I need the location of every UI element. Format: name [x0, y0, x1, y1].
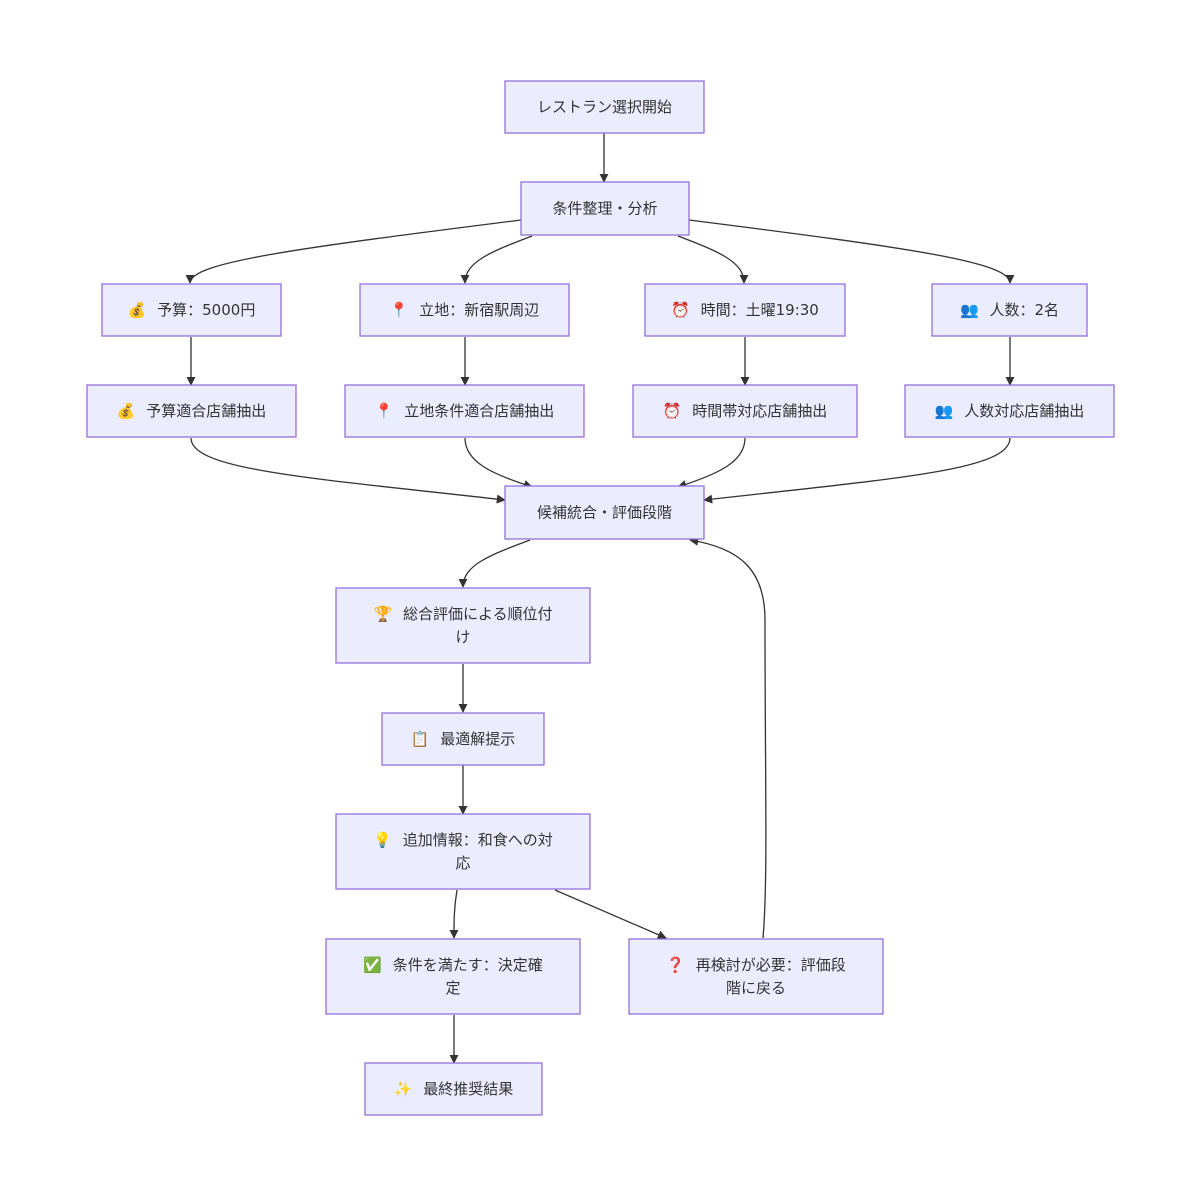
node-time-extract: ⏰ 時間帯対応店舗抽出: [632, 384, 858, 438]
node-rank: 🏆 総合評価による順位付 け: [335, 587, 591, 664]
edge-time-extract-to-evaluate: [677, 437, 746, 489]
node-label-line2: 階に戻る: [726, 979, 786, 997]
node-label: 予算：5000円: [157, 301, 255, 319]
node-label-line2: け: [455, 628, 470, 646]
node-final: ✨ 最終推奨結果: [364, 1062, 543, 1116]
edge-analyze-to-people: [688, 219, 1015, 284]
node-budget-extract: 💰 予算適合店舗抽出: [86, 384, 297, 438]
node-time: ⏰ 時間：土曜19:30: [644, 283, 846, 337]
edge-people-extract-to-evaluate: [703, 437, 1011, 504]
node-ok: ✅ 条件を満たす：決定確 定: [325, 938, 581, 1015]
edge-extra-to-ok: [449, 889, 459, 939]
node-label-line2: 定: [445, 979, 460, 997]
node-label: 候補統合・評価段階: [537, 504, 672, 522]
svg-text:📋 最適解提示: 📋 最適解提示: [411, 730, 515, 748]
svg-text:✨ 最終推奨結果: ✨ 最終推奨結果: [394, 1080, 513, 1098]
edge-analyze-to-location: [460, 235, 533, 284]
node-label-line1: 再検討が必要：評価段: [696, 956, 846, 974]
node-label: 人数：2名: [989, 301, 1059, 319]
node-label: 条件整理・分析: [552, 200, 657, 218]
node-label-line1: 総合評価による順位付: [403, 605, 553, 623]
svg-text:📍 立地：新宿駅周辺: 📍 立地：新宿駅周辺: [390, 301, 539, 319]
svg-text:📍 立地条件適合店舗抽出: 📍 立地条件適合店舗抽出: [375, 402, 554, 420]
svg-text:✅ 条件を満たす：決定確: ✅ 条件を満たす：決定確: [363, 956, 542, 974]
node-location-extract: 📍 立地条件適合店舗抽出: [344, 384, 585, 438]
node-label: 時間帯対応店舗抽出: [692, 402, 827, 420]
people-icon: 👥: [960, 301, 979, 319]
money-bag-icon: 💰: [117, 402, 136, 420]
edge-recheck-to-evaluate: [689, 536, 767, 939]
svg-text:👥 人数：2名: 👥 人数：2名: [960, 301, 1059, 319]
node-label: レストラン選択開始: [537, 98, 672, 116]
edges: [185, 133, 1015, 1064]
svg-text:⏰ 時間帯対応店舗抽出: ⏰ 時間帯対応店舗抽出: [663, 401, 827, 420]
svg-text:❓ 再検討が必要：評価段: ❓ 再検討が必要：評価段: [666, 956, 845, 974]
svg-text:💰 予算適合店舗抽出: 💰 予算適合店舗抽出: [117, 402, 266, 420]
node-location: 📍 立地：新宿駅周辺: [359, 283, 570, 337]
svg-text:⏰ 時間：土曜19:30: ⏰ 時間：土曜19:30: [671, 300, 819, 319]
node-start: レストラン選択開始: [504, 80, 705, 134]
edge-analyze-to-budget: [185, 219, 522, 284]
edge-evaluate-to-rank: [458, 539, 531, 588]
edge-analyze-to-time: [677, 235, 749, 284]
node-best: 📋 最適解提示: [381, 712, 545, 766]
node-label-line2: 応: [455, 854, 470, 872]
node-label: 最適解提示: [440, 730, 515, 748]
node-label: 予算適合店舗抽出: [146, 402, 266, 420]
node-budget: 💰 予算：5000円: [101, 283, 282, 337]
node-people: 👥 人数：2名: [931, 283, 1088, 337]
alarm-clock-icon: ⏰: [663, 401, 682, 420]
node-label: 人数対応店舗抽出: [964, 402, 1084, 420]
svg-text:👥 人数対応店舗抽出: 👥 人数対応店舗抽出: [935, 402, 1084, 420]
trophy-icon: 🏆: [373, 605, 392, 623]
pin-icon: 📍: [375, 402, 394, 420]
alarm-clock-icon: ⏰: [671, 300, 690, 319]
money-bag-icon: 💰: [128, 301, 147, 319]
node-analyze: 条件整理・分析: [520, 181, 690, 236]
question-mark-icon: ❓: [666, 956, 685, 974]
node-label-line1: 追加情報：和食への対: [403, 831, 553, 849]
edge-location-extract-to-evaluate: [464, 437, 533, 489]
light-bulb-icon: 💡: [373, 831, 392, 849]
svg-text:💡 追加情報：和食への対: 💡 追加情報：和食への対: [373, 831, 552, 849]
node-label-line1: 条件を満たす：決定確: [393, 956, 543, 974]
node-evaluate: 候補統合・評価段階: [504, 485, 705, 540]
pin-icon: 📍: [390, 301, 409, 319]
sparkles-icon: ✨: [394, 1080, 413, 1098]
node-label: 最終推奨結果: [423, 1080, 513, 1098]
edge-budget-extract-to-evaluate: [190, 437, 506, 504]
svg-text:💰 予算：5000円: 💰 予算：5000円: [128, 301, 256, 319]
node-people-extract: 👥 人数対応店舗抽出: [904, 384, 1115, 438]
node-label: 時間：土曜19:30: [701, 301, 819, 319]
node-extra: 💡 追加情報：和食への対 応: [335, 813, 591, 890]
clipboard-icon: 📋: [411, 730, 430, 748]
node-label: 立地条件適合店舗抽出: [404, 402, 554, 420]
node-recheck: ❓ 再検討が必要：評価段 階に戻る: [628, 938, 884, 1015]
edge-extra-to-recheck: [554, 889, 667, 939]
people-icon: 👥: [935, 402, 954, 420]
node-label: 立地：新宿駅周辺: [419, 301, 539, 319]
check-mark-icon: ✅: [363, 956, 382, 974]
svg-text:🏆 総合評価による順位付: 🏆 総合評価による順位付: [373, 605, 552, 623]
